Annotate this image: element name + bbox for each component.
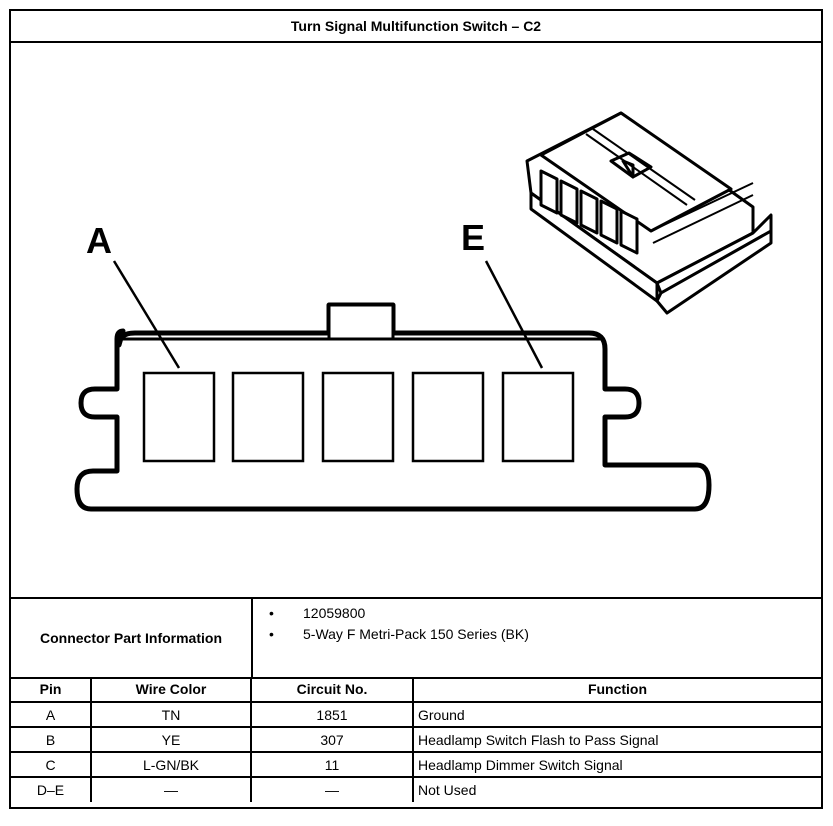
cell-pin: D–E [11, 777, 92, 802]
cell-wire-color: — [91, 777, 252, 802]
table-row: A TN 1851 Ground [11, 702, 821, 728]
leader-line-e [484, 260, 544, 369]
part-info-label: Connector Part Information [11, 599, 253, 677]
header-function: Function [413, 677, 821, 703]
part-info-list: • 12059800 • 5-Way F Metri-Pack 150 Series… [269, 603, 529, 645]
table-header-row: Pin Wire Color Circuit No. Function [11, 677, 821, 703]
connector-figure: A E [11, 43, 821, 599]
pin-label-a: A [86, 220, 112, 261]
leader-line-a [112, 260, 181, 369]
pin-table: Pin Wire Color Circuit No. Function A TN… [11, 677, 821, 802]
cell-wire-color: YE [91, 727, 252, 753]
cavity-d [411, 371, 485, 463]
header-pin: Pin [11, 677, 92, 703]
connector-latch [327, 303, 395, 339]
header-circuit-no: Circuit No. [251, 677, 414, 703]
cell-circuit-no: 307 [251, 727, 414, 753]
cell-function: Headlamp Switch Flash to Pass Signal [413, 727, 821, 753]
part-number: 12059800 [303, 605, 366, 621]
cavity-b [231, 371, 305, 463]
bullet-glyph: • [269, 626, 274, 642]
cavity-c [321, 371, 395, 463]
cell-pin: C [11, 752, 92, 778]
connector-drawing: A E [74, 111, 773, 512]
cell-circuit-no: 11 [251, 752, 414, 778]
cell-wire-color: L-GN/BK [91, 752, 252, 778]
cell-circuit-no: — [251, 777, 414, 802]
pin-label-e: E [461, 217, 485, 258]
table-row: C L-GN/BK 11 Headlamp Dimmer Switch Sign… [11, 752, 821, 778]
part-info-item: • 12059800 [269, 603, 529, 624]
cell-function: Headlamp Dimmer Switch Signal [413, 752, 821, 778]
header-wire-color: Wire Color [91, 677, 252, 703]
bullet-glyph: • [269, 605, 274, 621]
connector-isometric [525, 111, 773, 315]
cell-function: Not Used [418, 782, 477, 798]
connector-face [74, 302, 712, 512]
cell-wire-color: TN [91, 702, 252, 728]
connector-sheet: Turn Signal Multifunction Switch – C2 A … [9, 9, 823, 809]
cavity-e [501, 371, 575, 463]
page-title: Turn Signal Multifunction Switch – C2 [11, 11, 821, 43]
part-description: 5-Way F Metri-Pack 150 Series (BK) [303, 626, 529, 642]
table-row: D–E — — Not Used [11, 777, 821, 802]
cell-pin: A [11, 702, 92, 728]
cavity-a [142, 371, 216, 463]
cell-pin: B [11, 727, 92, 753]
cell-function: Ground [413, 702, 821, 728]
table-row: B YE 307 Headlamp Switch Flash to Pass S… [11, 727, 821, 753]
part-info-item: • 5-Way F Metri-Pack 150 Series (BK) [269, 624, 529, 645]
connector-outline [74, 302, 712, 512]
connector-part-info: Connector Part Information • 12059800 • 5-… [11, 599, 821, 679]
cell-circuit-no: 1851 [251, 702, 414, 728]
